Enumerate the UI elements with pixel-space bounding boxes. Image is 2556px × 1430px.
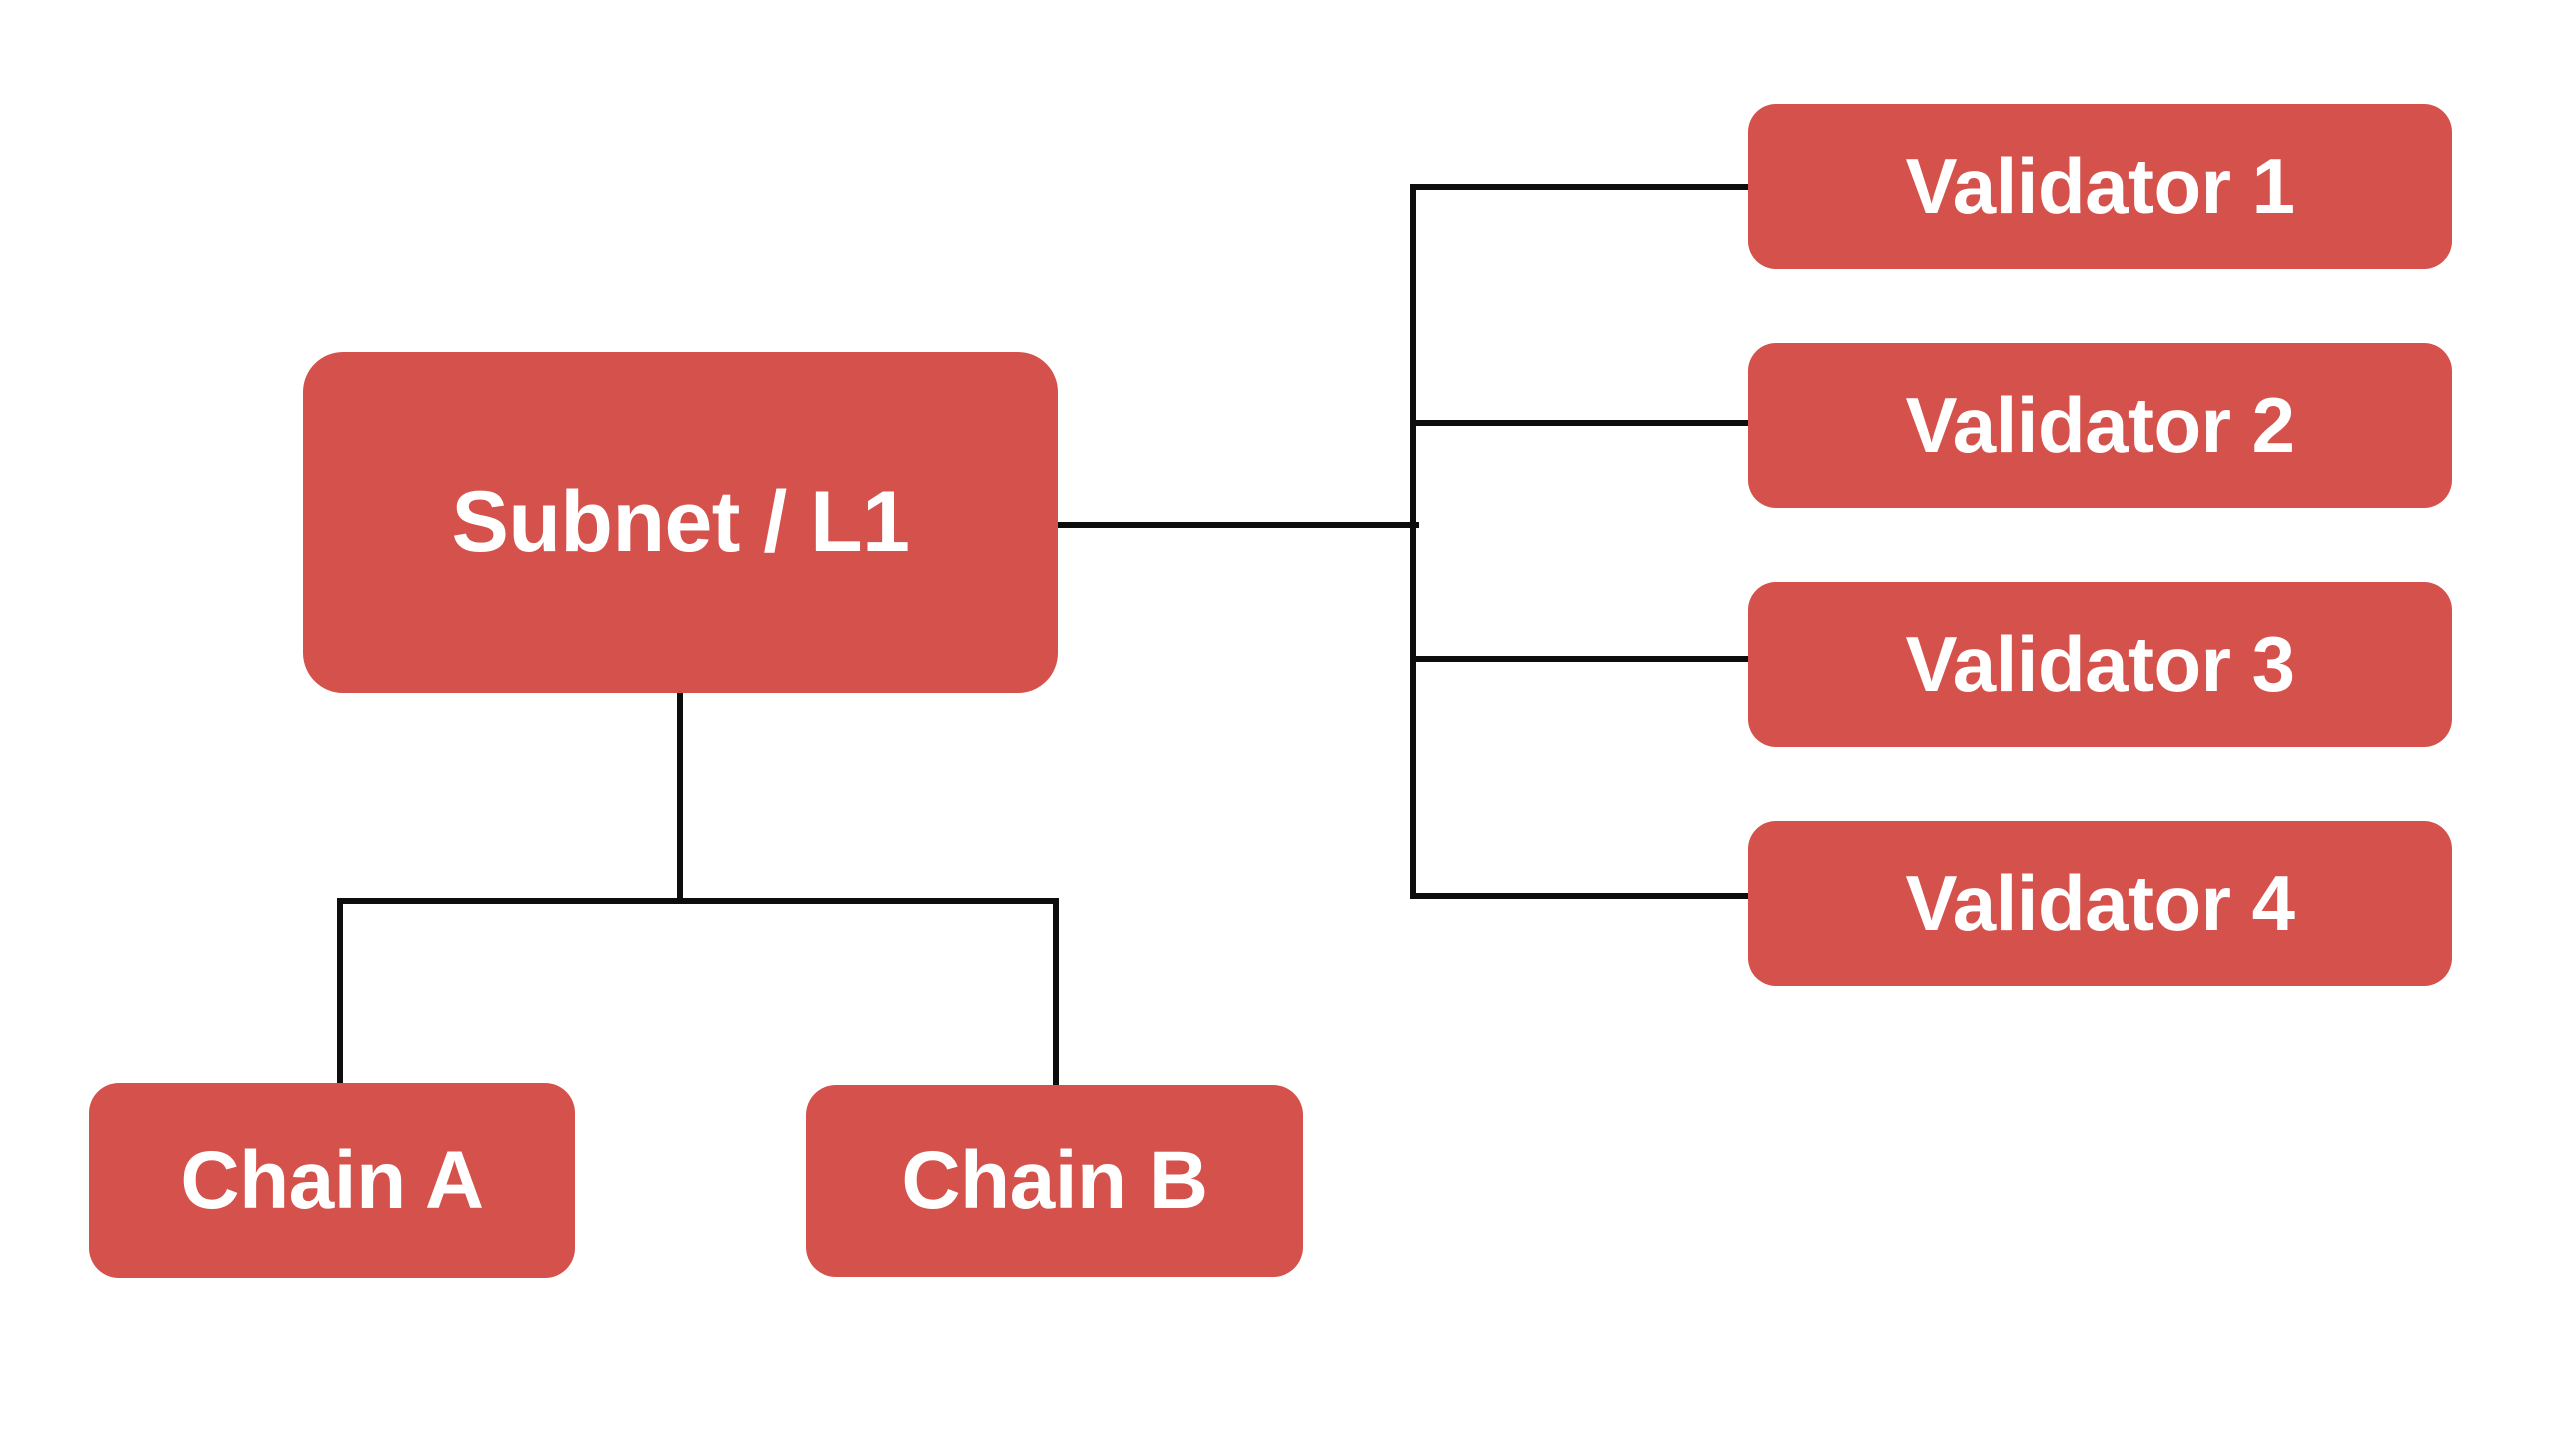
edge-trunk-to-validator3	[1410, 656, 1748, 662]
node-validator-1-label: Validator 1	[1905, 142, 2296, 230]
node-chain-a-label: Chain A	[180, 1134, 484, 1226]
node-chain-a: Chain A	[89, 1083, 575, 1278]
edge-bus-to-chain-a	[337, 898, 343, 1083]
node-subnet-l1-label: Subnet / L1	[451, 474, 910, 570]
node-subnet-l1: Subnet / L1	[303, 352, 1058, 693]
edge-trunk-to-validator4	[1410, 893, 1748, 899]
node-validator-1: Validator 1	[1748, 104, 2452, 269]
chains-bus-line	[337, 898, 1058, 904]
node-chain-b: Chain B	[806, 1085, 1303, 1277]
node-chain-b-label: Chain B	[901, 1135, 1208, 1226]
node-validator-4: Validator 4	[1748, 821, 2452, 986]
edge-trunk-to-validator1	[1410, 184, 1748, 190]
edge-subnet-to-validators-trunk	[1058, 522, 1419, 528]
node-validator-2: Validator 2	[1748, 343, 2452, 508]
node-validator-3: Validator 3	[1748, 582, 2452, 747]
node-validator-4-label: Validator 4	[1905, 859, 2296, 947]
edge-trunk-to-validator2	[1410, 420, 1748, 426]
edge-subnet-to-chains-trunk	[677, 693, 683, 904]
node-validator-3-label: Validator 3	[1905, 620, 2296, 708]
validators-trunk-line	[1410, 184, 1416, 899]
edge-bus-to-chain-b	[1053, 898, 1059, 1085]
node-validator-2-label: Validator 2	[1905, 381, 2296, 469]
